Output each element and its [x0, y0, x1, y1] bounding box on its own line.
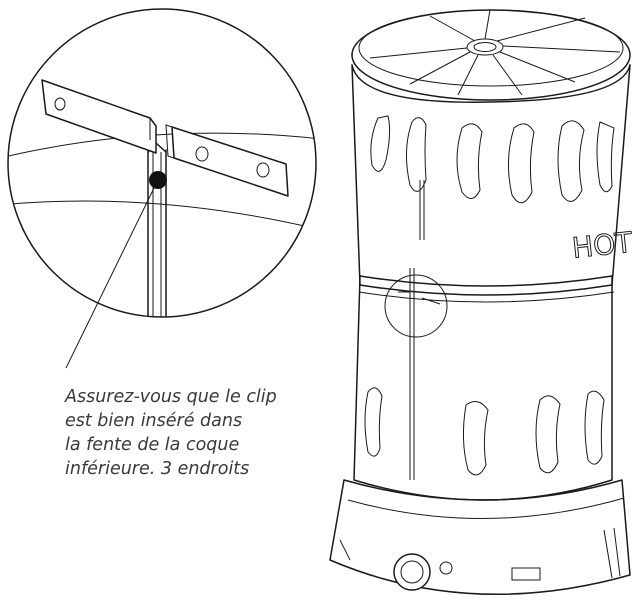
clip-tab-right: [165, 124, 289, 197]
callout-caption: Assurez-vous que le clip est bien inséré…: [65, 385, 285, 481]
caption-line: inférieure. 3 endroits: [65, 459, 250, 479]
igniter-button: [439, 561, 453, 575]
clip-insertion-point: [149, 171, 167, 189]
side-clip-rod: [409, 268, 415, 480]
control-knob: [393, 553, 431, 591]
callout-leader-line: [65, 187, 155, 369]
heater-body: HOT: [329, 9, 635, 596]
clip-tab-left: [41, 79, 157, 154]
upper-shell-edge: [8, 132, 316, 159]
caption-line: est bien inséré dans: [65, 411, 243, 431]
clip-location-marker: [384, 274, 448, 338]
heater-base: [329, 479, 631, 596]
gas-fitting: [511, 567, 541, 581]
caption-line: Assurez-vous que le clip: [65, 387, 277, 407]
lower-vent-slots: [364, 387, 605, 476]
detail-magnifier: [7, 8, 317, 318]
caption-line: la fente de la coque: [65, 435, 240, 455]
heater-top-cap: [351, 9, 631, 103]
hot-warning-label: HOT: [571, 226, 635, 265]
upper-vent-slots: [370, 115, 615, 204]
lower-shell-edge: [8, 200, 316, 233]
